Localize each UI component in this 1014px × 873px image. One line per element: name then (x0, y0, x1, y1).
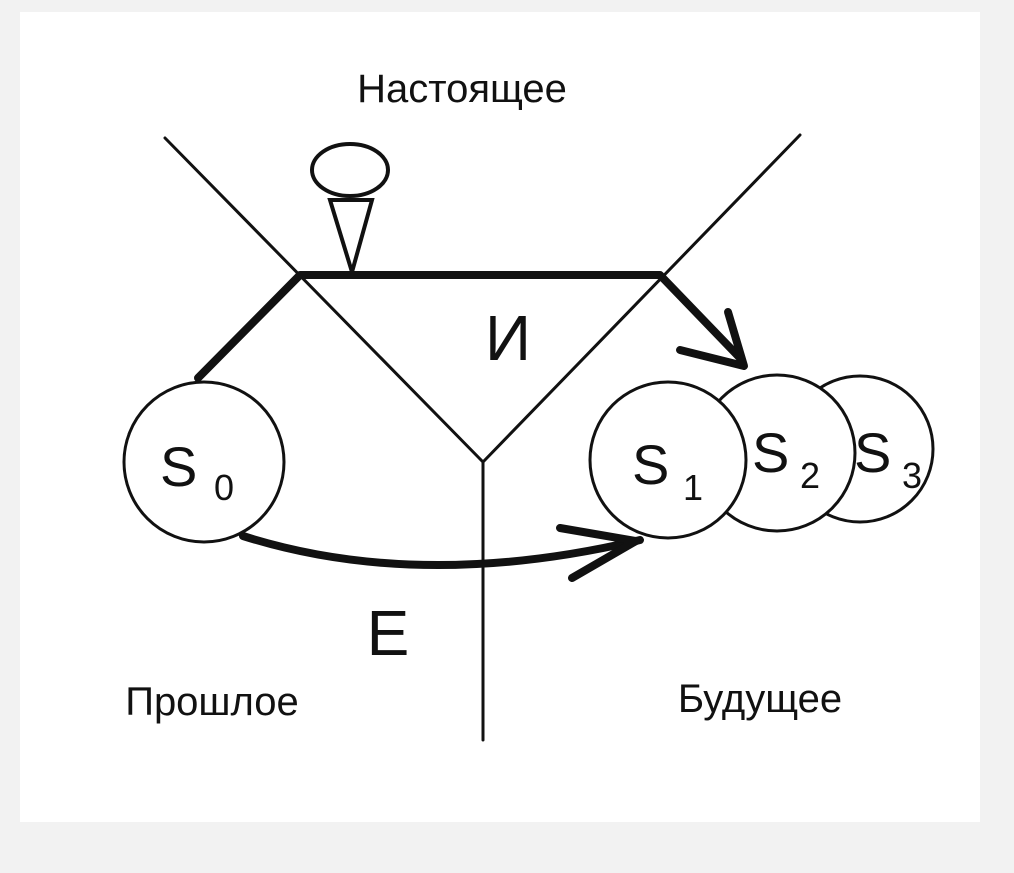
lower-path-line (239, 532, 644, 570)
state-label-s0: S 0 (160, 435, 234, 508)
state-index: 3 (902, 455, 922, 496)
state-circle-s1 (588, 380, 748, 540)
lower-path-arrowhead (556, 524, 640, 582)
upper-path-arrowhead (676, 308, 748, 370)
state-letter: S (854, 421, 891, 484)
path-label-upper: И (485, 302, 531, 374)
state-index: 0 (214, 467, 234, 508)
region-label-past: Прошлое (125, 680, 299, 724)
state-index: 2 (800, 455, 820, 496)
observer-icon (310, 142, 390, 280)
observer-head-icon (310, 142, 390, 198)
region-label-present: Настоящее (357, 67, 567, 111)
path-label-lower: Е (367, 597, 410, 669)
observer-cone-icon (327, 198, 375, 280)
state-letter: S (160, 435, 197, 498)
state-circle-s0 (122, 380, 286, 544)
region-label-future: Будущее (678, 677, 842, 721)
right-divider-line (481, 133, 802, 464)
state-letter: S (752, 421, 789, 484)
state-label-s1: S 1 (632, 433, 703, 508)
state-letter: S (632, 433, 669, 496)
state-label-s3: S 3 (854, 421, 922, 496)
upper-path-line (194, 271, 744, 382)
left-divider-line (163, 136, 485, 464)
state-label-s2: S 2 (752, 421, 820, 496)
state-index: 1 (683, 467, 703, 508)
